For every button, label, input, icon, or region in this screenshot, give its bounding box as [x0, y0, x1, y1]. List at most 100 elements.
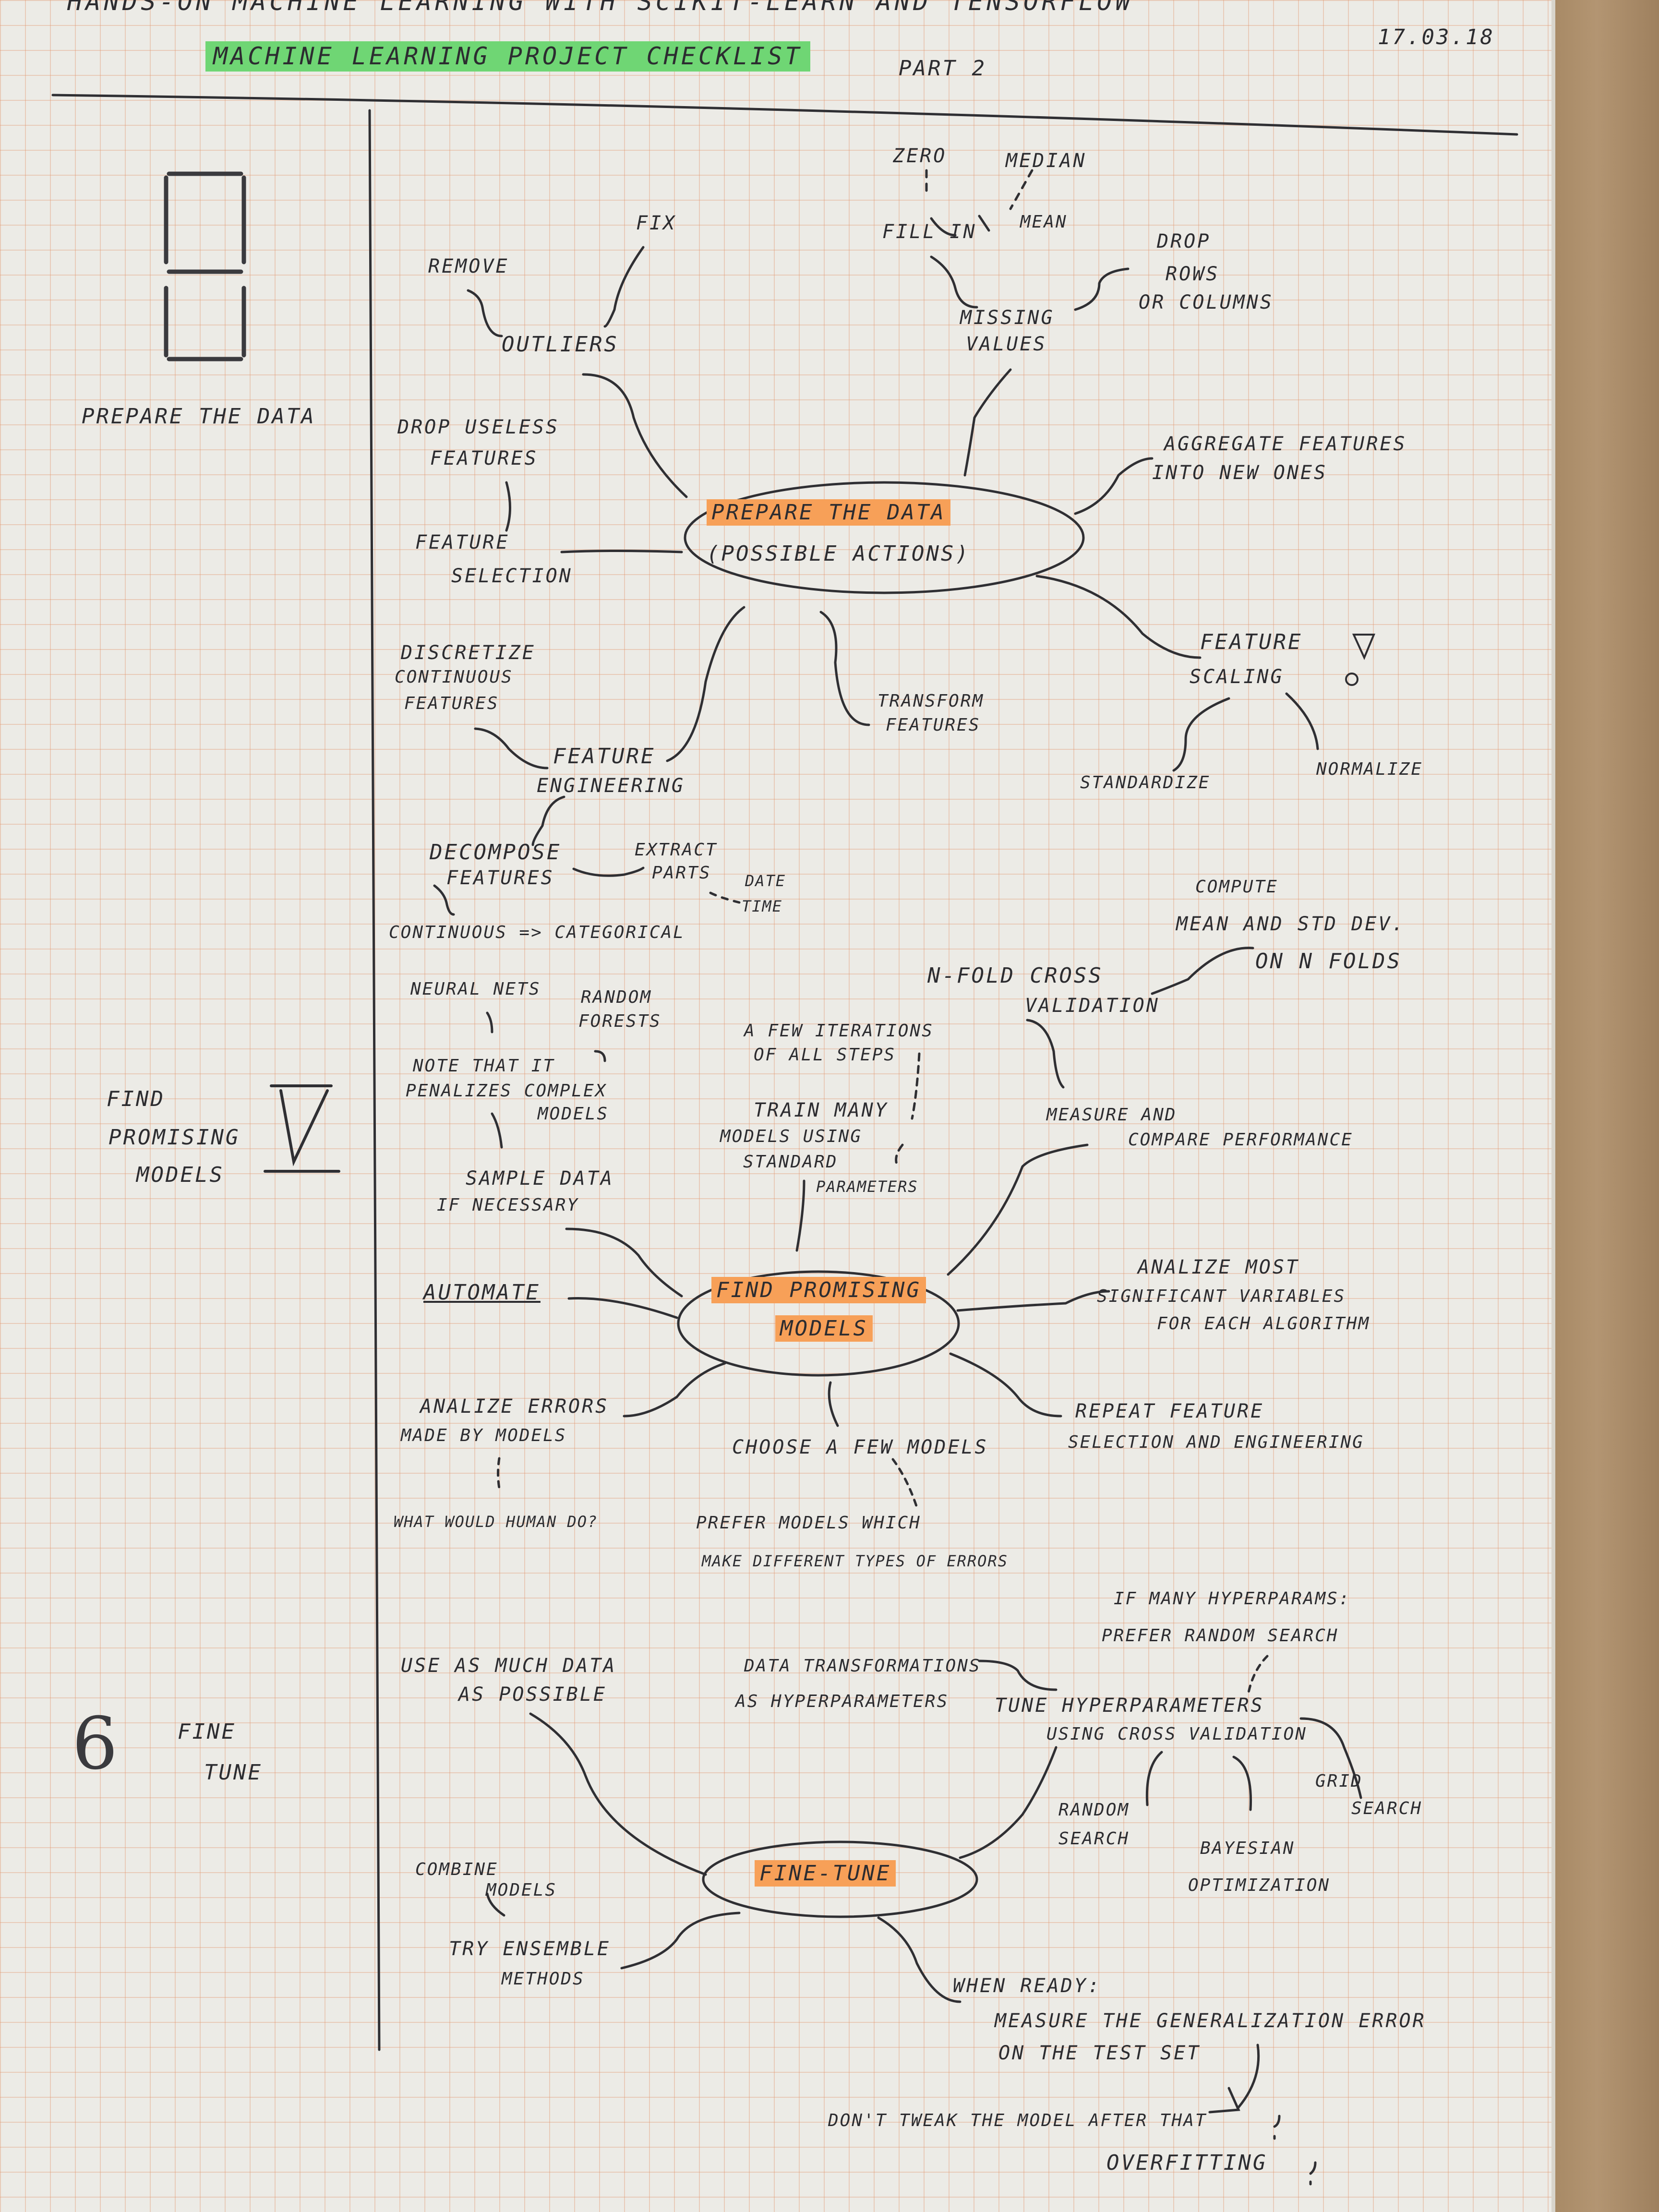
neural-nets: NEURAL NETS [410, 979, 541, 999]
nfold-2: VALIDATION [1025, 995, 1160, 1017]
analyze-errors-1: ANALIZE ERRORS [420, 1395, 609, 1418]
drop-rows-1: DROP [1157, 230, 1211, 252]
feature-selection-2: SELECTION [451, 565, 573, 587]
grid-2: SEARCH [1351, 1799, 1423, 1818]
checklist-title: MACHINE LEARNING PROJECT CHECKLIST [205, 41, 810, 72]
drop-rows-2: ROWS [1166, 263, 1220, 285]
tune-hyper-2: USING CROSS VALIDATION [1046, 1724, 1307, 1744]
date-label: DATE [745, 872, 786, 890]
prefer-1: PREFER MODELS WHICH [696, 1513, 921, 1533]
ensemble-1: TRY ENSEMBLE [449, 1938, 611, 1960]
when-ready-2: MEASURE THE GENERALIZATION ERROR [995, 2010, 1426, 2032]
compute-1: COMPUTE [1195, 877, 1278, 897]
find-center-2: MODELS [775, 1315, 873, 1342]
standardize: STANDARDIZE [1080, 773, 1211, 793]
find-center-ellipse [677, 1270, 960, 1377]
median: MEDIAN [1006, 150, 1087, 172]
missing-1: MISSING [960, 307, 1055, 329]
section-find-1: FIND [107, 1087, 165, 1111]
extract-2: PARTS [652, 863, 711, 883]
section-prepare-data: PREPARE THE DATA [82, 404, 316, 429]
time-label: TIME [742, 897, 783, 915]
measure-2: COMPARE PERFORMANCE [1128, 1130, 1353, 1150]
nfold-1: N-FOLD CROSS [927, 963, 1103, 988]
section-find-2: PROMISING [108, 1125, 240, 1150]
train-many-3: STANDARD [743, 1152, 838, 1172]
date: 17.03.18 [1378, 25, 1495, 49]
automate: AUTOMATE [423, 1280, 541, 1305]
overfitting: OVERFITTING [1106, 2151, 1268, 2175]
note-1: NOTE THAT IT [413, 1056, 555, 1076]
when-ready-3: ON THE TEST SET [998, 2042, 1201, 2064]
graph-paper-sheet [0, 0, 1555, 2212]
outliers: OUTLIERS [502, 332, 619, 357]
section-fine-1: FINE [178, 1719, 236, 1744]
feature-scaling-2: SCALING [1190, 666, 1284, 688]
analyze-vars-1: ANALIZE MOST [1138, 1256, 1299, 1278]
digit-five-segments [164, 171, 246, 361]
section-number-six: 6 [72, 1702, 118, 1786]
combine-2: MODELS [486, 1880, 557, 1900]
missing-2: VALUES [966, 333, 1047, 355]
drop-useless-2: FEATURES [430, 447, 538, 469]
feature-selection-1: FEATURE [415, 531, 510, 553]
part-label: PART 2 [899, 56, 986, 81]
fill-in: FILL IN [882, 221, 977, 243]
discretize-2: CONTINUOUS [395, 667, 513, 687]
what-would-human-do: WHAT WOULD HUMAN DO? [394, 1513, 598, 1531]
margin-rule [368, 109, 381, 2051]
train-many-2: MODELS USING [720, 1127, 863, 1146]
engineering-1: FEATURE [553, 744, 656, 769]
train-many-1: TRAIN MANY [754, 1099, 889, 1121]
analyze-vars-3: FOR EACH ALGORITHM [1157, 1314, 1370, 1334]
find-center-1: FIND PROMISING [711, 1277, 926, 1303]
sample-1: SAMPLE DATA [466, 1167, 614, 1190]
repeat-2: SELECTION AND ENGINEERING [1068, 1432, 1364, 1452]
discretize-3: FEATURES [404, 694, 499, 713]
mean: MEAN [1020, 212, 1068, 232]
data-transform-2: AS HYPERPARAMETERS [735, 1692, 949, 1711]
feature-scaling-1: FEATURE [1200, 630, 1303, 654]
analyze-vars-2: SIGNIFICANT VARIABLES [1097, 1286, 1346, 1306]
fix: FIX [636, 212, 677, 234]
prepare-center-1: PREPARE THE DATA [707, 499, 950, 526]
ensemble-2: METHODS [502, 1969, 585, 1989]
tune-center-ellipse [702, 1840, 978, 1918]
continuous-categorical: CONTINUOUS => CATEGORICAL [389, 923, 685, 942]
tune-center: FINE-TUNE [755, 1860, 896, 1887]
few-iterations-2: OF ALL STEPS [754, 1045, 896, 1065]
zero: ZERO [893, 145, 947, 167]
remove: REMOVE [428, 255, 509, 277]
transform-1: TRANSFORM [878, 691, 985, 711]
train-many-4: PARAMETERS [816, 1178, 918, 1196]
drop-rows-3: OR COLUMNS [1139, 291, 1274, 313]
choose-few-models: CHOOSE A FEW MODELS [732, 1436, 988, 1458]
many-hyper-2: PREFER RANDOM SEARCH [1102, 1626, 1339, 1646]
aggregate-1: AGGREGATE FEATURES [1164, 433, 1407, 455]
normalize: NORMALIZE [1316, 759, 1423, 779]
decompose-2: FEATURES [446, 867, 554, 889]
section-fine-2: TUNE [204, 1760, 263, 1785]
prefer-2: MAKE DIFFERENT TYPES OF ERRORS [702, 1552, 1008, 1570]
sample-2: IF NECESSARY [437, 1195, 579, 1215]
bayesian-2: OPTIMIZATION [1188, 1875, 1331, 1895]
random-forests-2: FORESTS [578, 1011, 661, 1031]
use-data-2: AS POSSIBLE [458, 1683, 607, 1706]
transform-2: FEATURES [886, 715, 981, 735]
note-3: MODELS [538, 1104, 609, 1124]
dont-tweak: DON'T TWEAK THE MODEL AFTER THAT [828, 2111, 1207, 2130]
drop-useless-1: DROP USELESS [397, 416, 559, 438]
decompose-1: DECOMPOSE [430, 840, 562, 865]
extract-1: EXTRACT [635, 840, 718, 860]
compute-2: MEAN AND STD DEV. [1176, 913, 1406, 935]
roman-five-mark [264, 1084, 340, 1173]
when-ready-1: WHEN READY: [953, 1975, 1101, 1997]
random-search-1: RANDOM [1058, 1800, 1130, 1820]
prepare-center-ellipse [684, 481, 1085, 594]
bayesian-1: BAYESIAN [1200, 1839, 1295, 1858]
discretize-1: DISCRETIZE [401, 642, 536, 664]
header-rule [51, 94, 1518, 136]
aggregate-2: INTO NEW ONES [1152, 462, 1328, 484]
combine-1: COMBINE [415, 1860, 498, 1879]
